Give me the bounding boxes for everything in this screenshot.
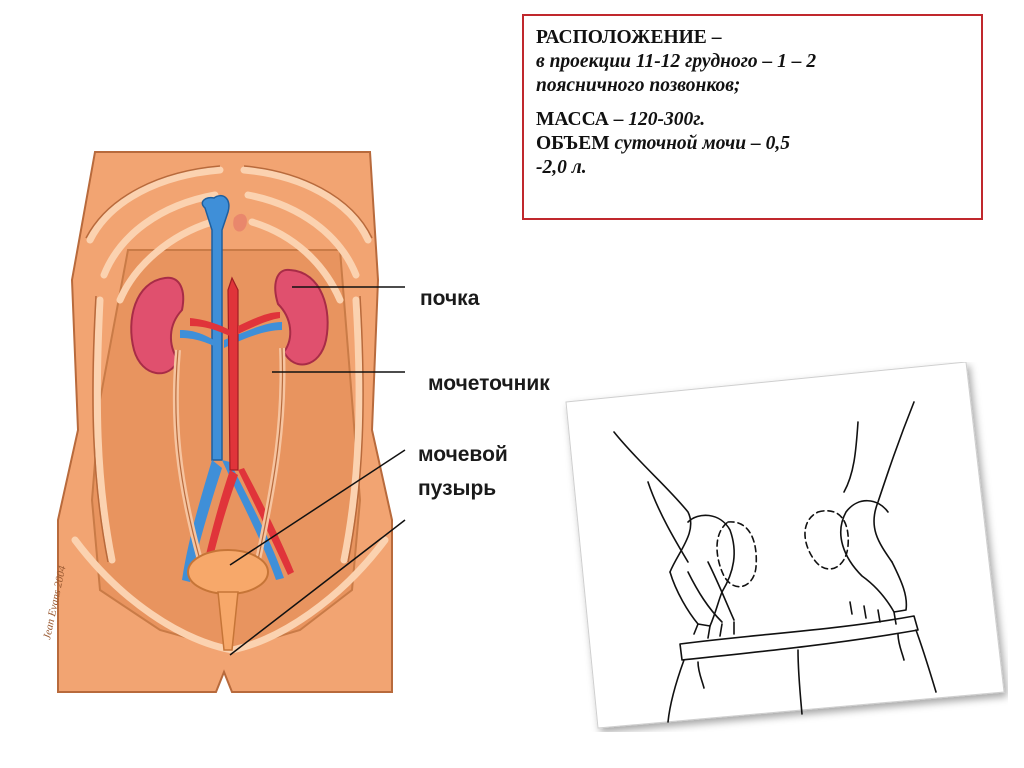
- label-bladder: мочевой пузырь: [418, 438, 508, 506]
- location-line-2: поясничного позвонков;: [536, 75, 741, 96]
- right-kidney: [274, 268, 329, 366]
- label-bladder-line2: пузырь: [418, 477, 497, 500]
- bladder: [187, 549, 269, 595]
- hands-on-back-line-drawing: [613, 401, 937, 723]
- mass-value: 120-300г.: [623, 109, 706, 130]
- drawing-card-frame: [565, 362, 1005, 729]
- urethra: [217, 591, 239, 651]
- urethra-pointer: [229, 519, 406, 656]
- info-box: РАСПОЛОЖЕНИЕ – в проекции 11-12 грудного…: [522, 14, 983, 220]
- bladder-pointer: [229, 449, 406, 566]
- palpation-drawing-card: [565, 362, 1005, 729]
- aorta: [227, 276, 239, 471]
- mass-heading: МАССА –: [536, 109, 624, 130]
- rib-cage: [71, 166, 389, 654]
- volume-value: суточной мочи – 0,5: [609, 133, 790, 154]
- label-kidney: почка: [420, 287, 480, 310]
- location-heading: РАСПОЛОЖЕНИЕ –: [536, 27, 722, 48]
- label-bladder-line1: мочевой: [418, 443, 508, 466]
- label-ureter: мочеточник: [428, 372, 550, 395]
- volume-heading: ОБЪЕМ: [536, 133, 610, 154]
- location-line-1: в проекции 11-12 грудного – 1 – 2: [536, 51, 817, 72]
- volume-value-2: -2,0 л.: [536, 157, 587, 178]
